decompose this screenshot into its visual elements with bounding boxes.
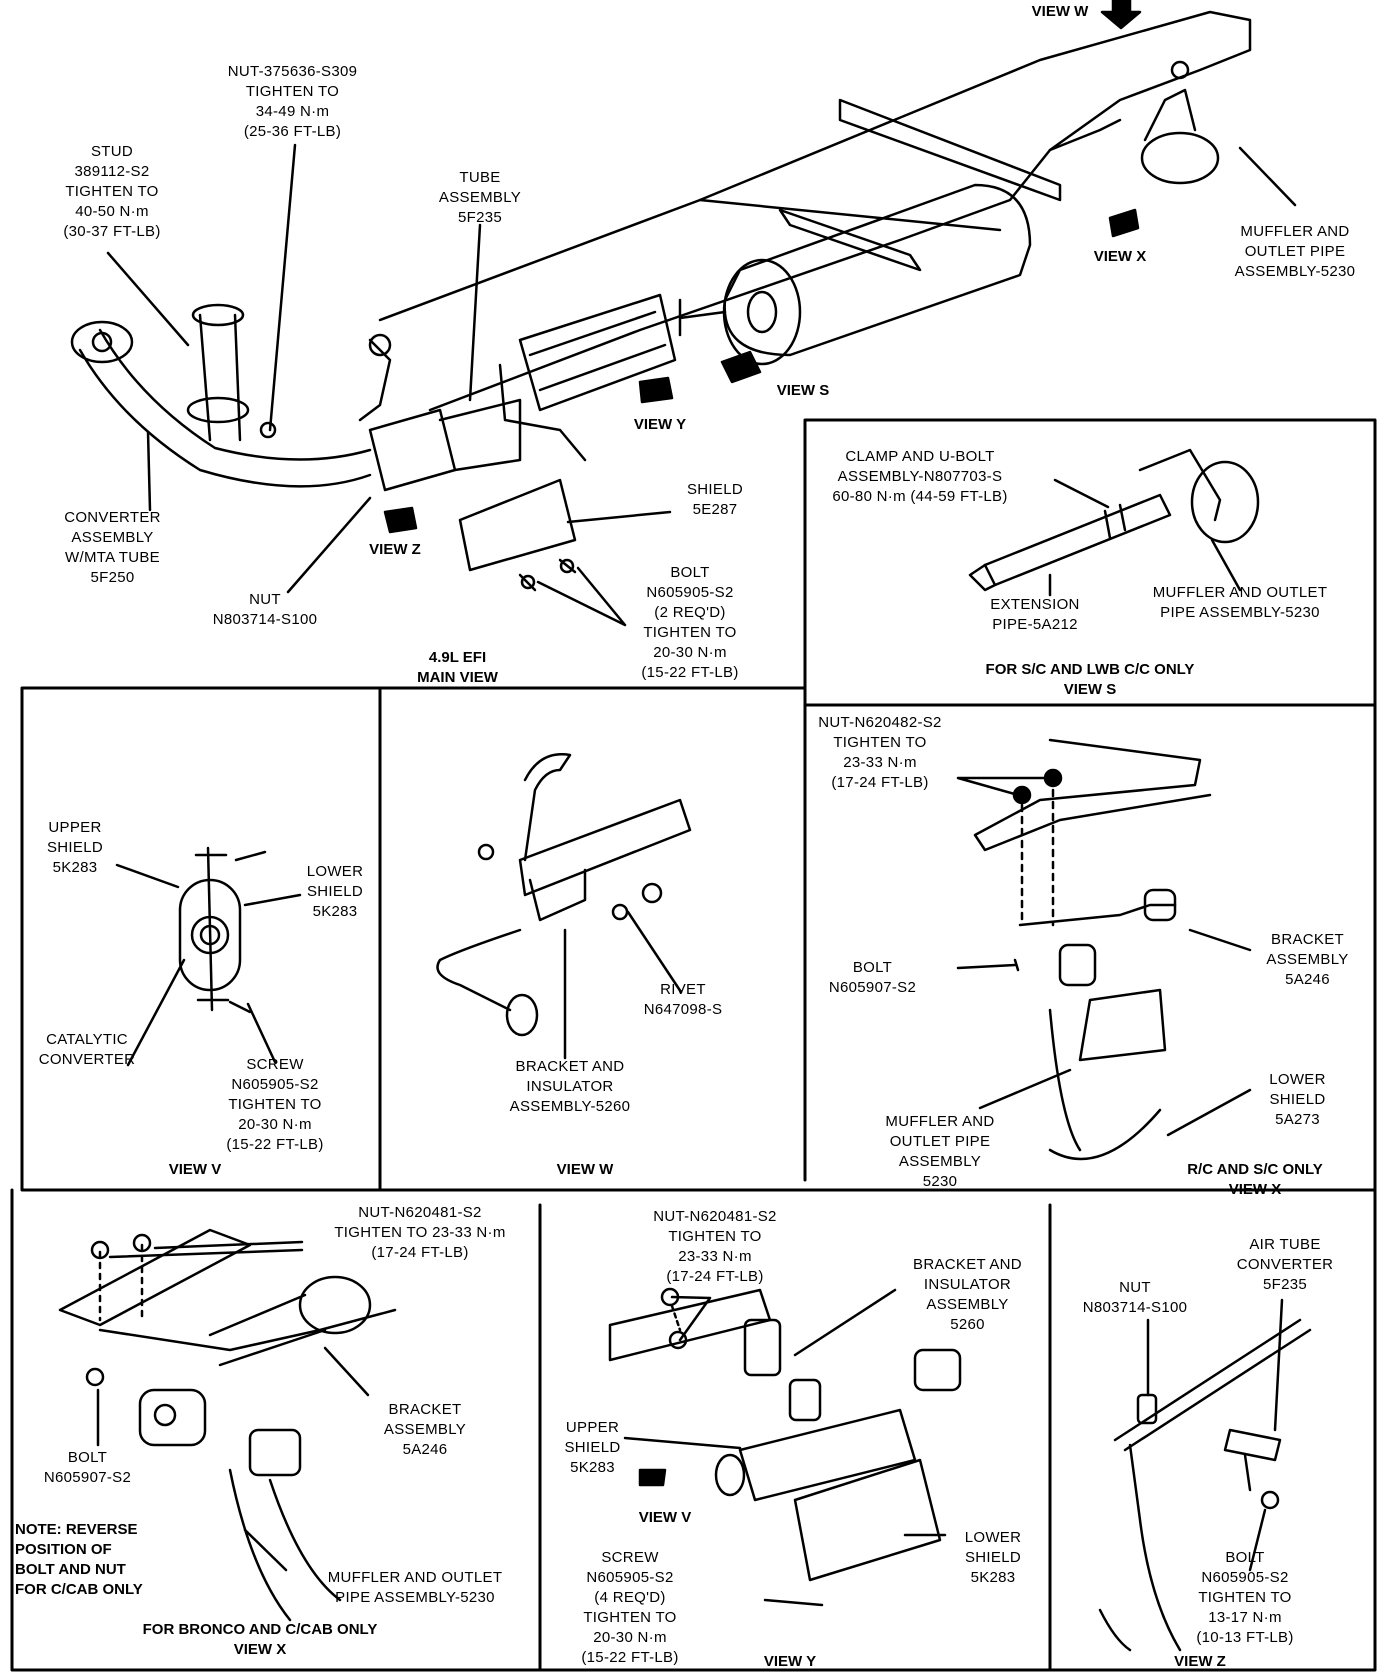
view-x-bronco-bracket-label: BRACKET ASSEMBLY 5A246 xyxy=(383,1401,467,1458)
view-v-caption: VIEW V xyxy=(168,1161,222,1178)
view-s-caption: FOR S/C AND LWB C/C ONLY VIEW S xyxy=(985,661,1195,698)
view-x-rc-lower-shield-label: LOWER SHIELD 5A273 xyxy=(1269,1071,1326,1128)
view-w-caption: VIEW W xyxy=(556,1161,614,1178)
view-s-clamp-label: CLAMP AND U-BOLT ASSEMBLY-N807703-S 60-8… xyxy=(832,448,1008,505)
main-shield-label: SHIELD 5E287 xyxy=(687,481,743,518)
main-nut-label: NUT N803714-S100 xyxy=(212,591,318,628)
view-v-screw-label: SCREW N605905-S2 TIGHTEN TO 20-30 N·m (1… xyxy=(226,1056,324,1153)
main-muffler-outlet-label: MUFFLER AND OUTLET PIPE ASSEMBLY-5230 xyxy=(1234,223,1356,280)
view-y-upper-shield-label: UPPER SHIELD 5K283 xyxy=(564,1419,621,1476)
main-view-x-label: VIEW X xyxy=(1093,248,1147,265)
view-x-bronco-note: NOTE: REVERSE POSITION OF BOLT AND NUT F… xyxy=(15,1521,143,1598)
view-y-screw-label: SCREW N605905-S2 (4 REQ'D) TIGHTEN TO 20… xyxy=(581,1549,679,1666)
view-y-caption: VIEW Y xyxy=(763,1653,817,1670)
view-y-bracket-label: BRACKET AND INSULATOR ASSEMBLY 5260 xyxy=(913,1256,1022,1333)
view-x-rc-muffler-label: MUFFLER AND OUTLET PIPE ASSEMBLY 5230 xyxy=(885,1113,995,1190)
main-stud-label: STUD 389112-S2 TIGHTEN TO 40-50 N·m (30-… xyxy=(63,143,161,240)
main-bolt-label: BOLT N605905-S2 (2 REQ'D) TIGHTEN TO 20-… xyxy=(641,564,739,681)
main-view-z-label: VIEW Z xyxy=(369,541,421,558)
view-x-bronco-muffler-label: MUFFLER AND OUTLET PIPE ASSEMBLY-5230 xyxy=(327,1569,503,1606)
view-y-art xyxy=(608,1287,962,1607)
view-v-lower-shield-label: LOWER SHIELD 5K283 xyxy=(306,863,364,920)
view-x-bronco-nut-label: NUT-N620481-S2 TIGHTEN TO 23-33 N·m (17-… xyxy=(334,1204,506,1261)
view-x-rc-bolt-label: BOLT N605907-S2 xyxy=(828,959,917,996)
main-view-y-label: VIEW Y xyxy=(633,416,687,433)
view-w-bracket-label: BRACKET AND INSULATOR ASSEMBLY-5260 xyxy=(509,1058,631,1115)
view-w-rivet-label: RIVET N647098-S xyxy=(643,981,723,1018)
view-v-art xyxy=(115,846,302,1067)
view-x-rc-nut-label: NUT-N620482-S2 TIGHTEN TO 23-33 N·m (17-… xyxy=(818,714,942,791)
view-x-bronco-bolt-label: BOLT N605907-S2 xyxy=(43,1449,132,1486)
view-s-muffler-label: MUFFLER AND OUTLET PIPE ASSEMBLY-5230 xyxy=(1152,584,1328,621)
view-x-rc-art xyxy=(956,738,1252,1161)
view-w-art xyxy=(436,753,692,1060)
main-view-caption: 4.9L EFI MAIN VIEW xyxy=(417,649,498,686)
view-x-rc-bracket-label: BRACKET ASSEMBLY 5A246 xyxy=(1266,931,1349,988)
main-converter-label: CONVERTER ASSEMBLY W/MTA TUBE 5F250 xyxy=(64,509,161,586)
view-x-bronco-caption: FOR BRONCO AND C/CAB ONLY VIEW X xyxy=(142,1621,378,1658)
main-nut-375636-label: NUT-375636-S309 TIGHTEN TO 34-49 N·m (25… xyxy=(227,63,358,140)
view-v-upper-shield-label: UPPER SHIELD 5K283 xyxy=(47,819,103,876)
view-z-art xyxy=(1098,1298,1312,1652)
view-v-catalytic-label: CATALYTIC CONVERTER xyxy=(38,1031,136,1068)
main-tube-assembly-label: TUBE ASSEMBLY 5F235 xyxy=(438,169,522,226)
view-z-nut-label: NUT N803714-S100 xyxy=(1082,1279,1188,1316)
view-y-view-v-label: VIEW V xyxy=(638,1509,692,1526)
view-y-nut-label: NUT-N620481-S2 TIGHTEN TO 23-33 N·m (17-… xyxy=(653,1208,777,1285)
panel-borders xyxy=(10,418,1377,1672)
main-view-s-label: VIEW S xyxy=(776,382,830,399)
view-z-bolt-label: BOLT N605905-S2 TIGHTEN TO 13-17 N·m (10… xyxy=(1196,1549,1294,1646)
view-z-air-tube-label: AIR TUBE CONVERTER 5F235 xyxy=(1236,1236,1334,1293)
main-view-w-label: VIEW W xyxy=(1031,3,1089,20)
view-z-caption: VIEW Z xyxy=(1174,1653,1226,1670)
view-x-bronco-art xyxy=(58,1228,397,1622)
view-y-lower-shield-label: LOWER SHIELD 5K283 xyxy=(964,1529,1022,1586)
view-x-rc-caption: R/C AND S/C ONLY VIEW X xyxy=(1187,1161,1323,1198)
view-s-art xyxy=(968,448,1260,597)
main-view-art xyxy=(70,0,1297,627)
view-s-extension-label: EXTENSION PIPE-5A212 xyxy=(990,596,1080,633)
